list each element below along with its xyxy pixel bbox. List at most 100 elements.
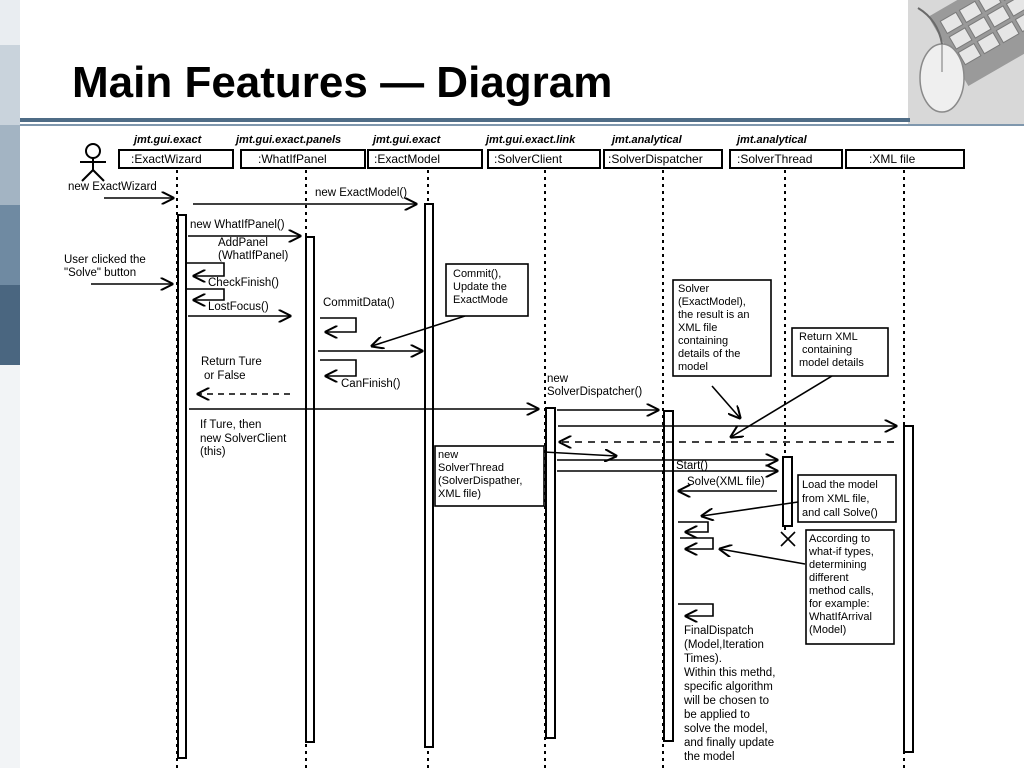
message-label: If Ture, then	[200, 419, 261, 431]
note-text: Commit(),	[453, 268, 501, 280]
note-text: (Model)	[809, 624, 846, 636]
lifeline-label: :SolverThread	[737, 152, 812, 166]
message-label: "Solve" button	[64, 267, 136, 279]
message-label: new ExactModel()	[315, 187, 407, 199]
message-label: new SolverClient	[200, 433, 287, 445]
note-box	[672, 279, 772, 377]
lifeline-header	[487, 149, 601, 169]
note-box	[791, 327, 889, 377]
activation-bar	[305, 236, 315, 743]
lifeline-header	[118, 149, 234, 169]
note-text: new	[438, 449, 458, 461]
note-text: model details	[799, 357, 864, 369]
note-text: and call Solve()	[802, 507, 878, 519]
note-text: XML file)	[438, 488, 481, 500]
message-label: specific algorithm	[684, 681, 773, 693]
message-label: will be chosen to	[683, 695, 769, 707]
side-stripe	[0, 45, 20, 125]
lifeline-label: :SolverClient	[494, 152, 563, 166]
message-label: Solve(XML file)	[687, 476, 765, 488]
note-text: (ExactModel),	[678, 296, 746, 308]
note-text: Solver	[678, 283, 710, 295]
note-text: the result is an	[678, 309, 750, 321]
message-label: CanFinish()	[341, 378, 401, 390]
message-label: be applied to	[684, 709, 750, 721]
lifeline-label: :ExactModel	[374, 152, 440, 166]
keyboard-mouse-image	[908, 0, 1024, 124]
message-label: CheckFinish()	[208, 277, 279, 289]
side-stripe	[0, 285, 20, 365]
message-label: Return Ture	[201, 356, 262, 368]
self-call-arrow	[680, 537, 714, 549]
self-call-arrow	[320, 359, 357, 376]
message-label: Within this methd,	[684, 667, 775, 679]
message-label: the model	[684, 751, 735, 763]
lifeline-header	[240, 149, 366, 169]
note-text: for example:	[809, 598, 870, 610]
note-text: what-if types,	[808, 546, 874, 558]
message-arrow	[372, 315, 466, 346]
note-box	[805, 529, 895, 645]
message-label: Start()	[676, 460, 708, 472]
note-text: Update the	[453, 281, 507, 293]
package-label: jmt.analytical	[735, 134, 808, 146]
self-call-arrow	[187, 262, 225, 276]
note-text: According to	[809, 533, 870, 545]
lifeline-label: :SolverDispatcher	[608, 152, 703, 166]
lifeline-label: :XML file	[869, 152, 916, 166]
package-label: jmt.gui.exact	[371, 134, 442, 146]
message-label: (this)	[200, 446, 226, 458]
activation-bar	[782, 456, 793, 527]
note-text: ExactMode	[453, 294, 508, 306]
lifeline-header	[729, 149, 843, 169]
note-text: determining	[809, 559, 866, 571]
message-arrow	[702, 501, 799, 516]
activation-bar	[663, 410, 674, 742]
message-label: AddPanel	[218, 237, 268, 249]
activation-bar	[424, 203, 434, 748]
note-text: Load the model	[802, 479, 878, 491]
package-label: jmt.gui.exact.panels	[234, 134, 341, 146]
lifeline-label: :WhatIfPanel	[258, 152, 327, 166]
message-label: User clicked the	[64, 254, 146, 266]
message-label: or False	[204, 370, 246, 382]
note-text: from XML file,	[802, 493, 869, 505]
lifeline-header	[367, 149, 483, 169]
message-arrow	[543, 452, 616, 456]
message-label: and finally update	[684, 737, 774, 749]
note-box	[434, 445, 545, 507]
side-stripe	[0, 0, 20, 45]
lifeline-header	[845, 149, 965, 169]
note-text: WhatIfArrival	[809, 611, 872, 623]
message-label: FinalDispatch	[684, 625, 754, 637]
message-label: solve the model,	[684, 723, 768, 735]
message-arrow	[711, 385, 740, 418]
note-box	[797, 474, 897, 523]
self-call-arrow	[678, 603, 714, 616]
message-label: new	[547, 373, 569, 385]
message-label: new WhatIfPanel()	[190, 219, 285, 231]
self-call-arrow	[320, 317, 357, 332]
note-text: Return XML	[799, 331, 858, 343]
activation-bar	[903, 425, 914, 753]
message-arrow	[720, 549, 806, 565]
stick-figure-actor-icon	[80, 143, 106, 182]
message-label: CommitData()	[323, 297, 395, 309]
activation-bar	[177, 214, 187, 759]
package-label: jmt.gui.exact.link	[484, 134, 576, 146]
message-label: LostFocus()	[208, 301, 269, 313]
destroy-mark	[780, 531, 796, 547]
side-stripe	[0, 365, 20, 768]
lifeline-header	[603, 149, 723, 169]
page-title: Main Features — Diagram	[72, 58, 613, 107]
self-call-arrow	[678, 521, 709, 532]
message-label: new ExactWizard	[68, 181, 157, 193]
note-text: containing	[678, 335, 728, 347]
lifeline-label: :ExactWizard	[131, 152, 202, 166]
title-underline	[20, 124, 1024, 126]
side-stripe	[0, 205, 20, 285]
package-label: jmt.analytical	[610, 134, 683, 146]
package-label: jmt.gui.exact	[132, 134, 203, 146]
message-label: Times).	[684, 653, 722, 665]
